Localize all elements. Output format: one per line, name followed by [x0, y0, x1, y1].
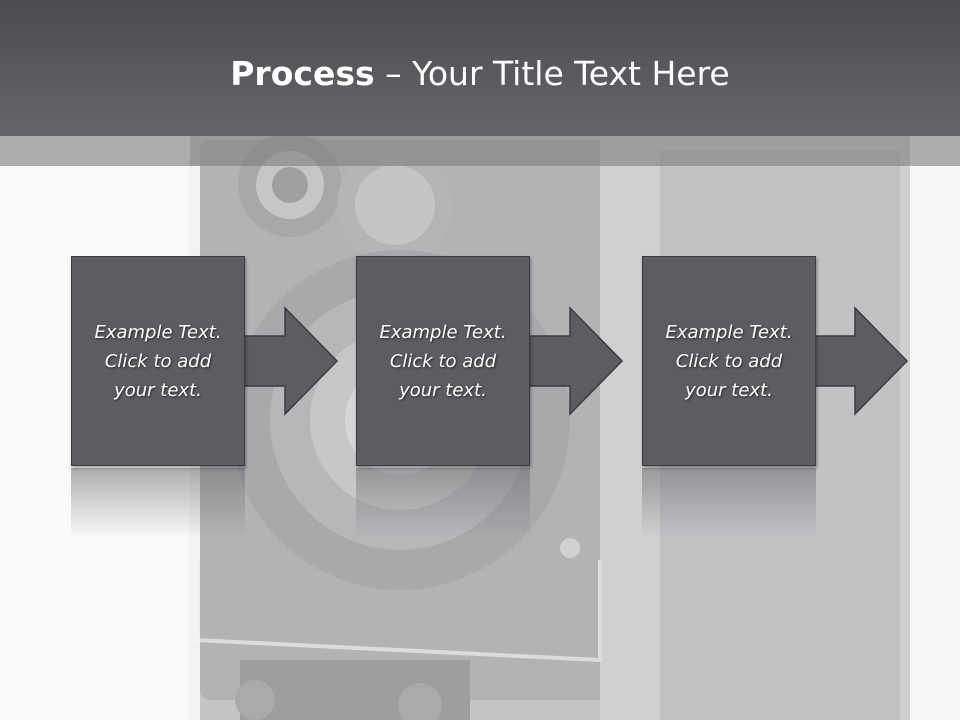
- slide-title[interactable]: Process – Your Title Text Here: [0, 52, 960, 96]
- step-1-reflection: [71, 468, 245, 538]
- title-sub-band: [0, 136, 960, 166]
- step-2-reflection: [356, 468, 530, 538]
- title-bold-text: Process: [230, 54, 375, 93]
- step-3-text: Example Text. Click to add your text.: [665, 321, 793, 401]
- title-bar: [0, 0, 960, 136]
- step-2-box[interactable]: Example Text. Click to add your text.: [356, 256, 530, 466]
- step-3-reflection: [642, 468, 816, 538]
- step-2-text: Example Text. Click to add your text.: [379, 321, 507, 401]
- step-1-box[interactable]: Example Text. Click to add your text.: [71, 256, 245, 466]
- step-1-arrow: [243, 306, 339, 416]
- step-2-arrow: [528, 306, 624, 416]
- title-rest-text: – Your Title Text Here: [374, 54, 730, 93]
- step-1-text: Example Text. Click to add your text.: [94, 321, 222, 401]
- step-3-arrow: [813, 306, 909, 416]
- step-3-box[interactable]: Example Text. Click to add your text.: [642, 256, 816, 466]
